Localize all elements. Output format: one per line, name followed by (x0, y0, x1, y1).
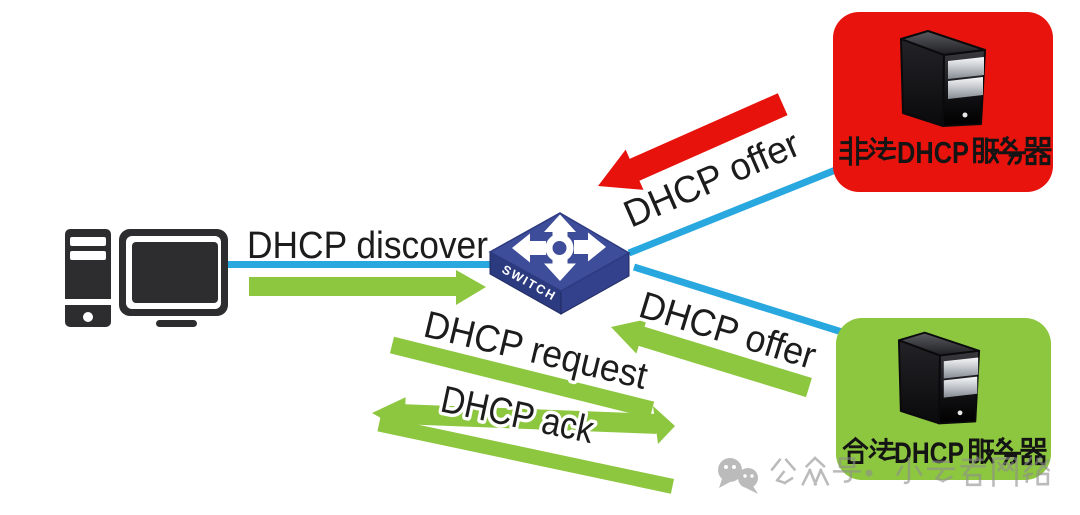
svg-text:DHCP: DHCP (897, 135, 969, 170)
svg-text:DHCP discover: DHCP discover (247, 225, 488, 267)
svg-text:DHCP: DHCP (894, 437, 964, 470)
